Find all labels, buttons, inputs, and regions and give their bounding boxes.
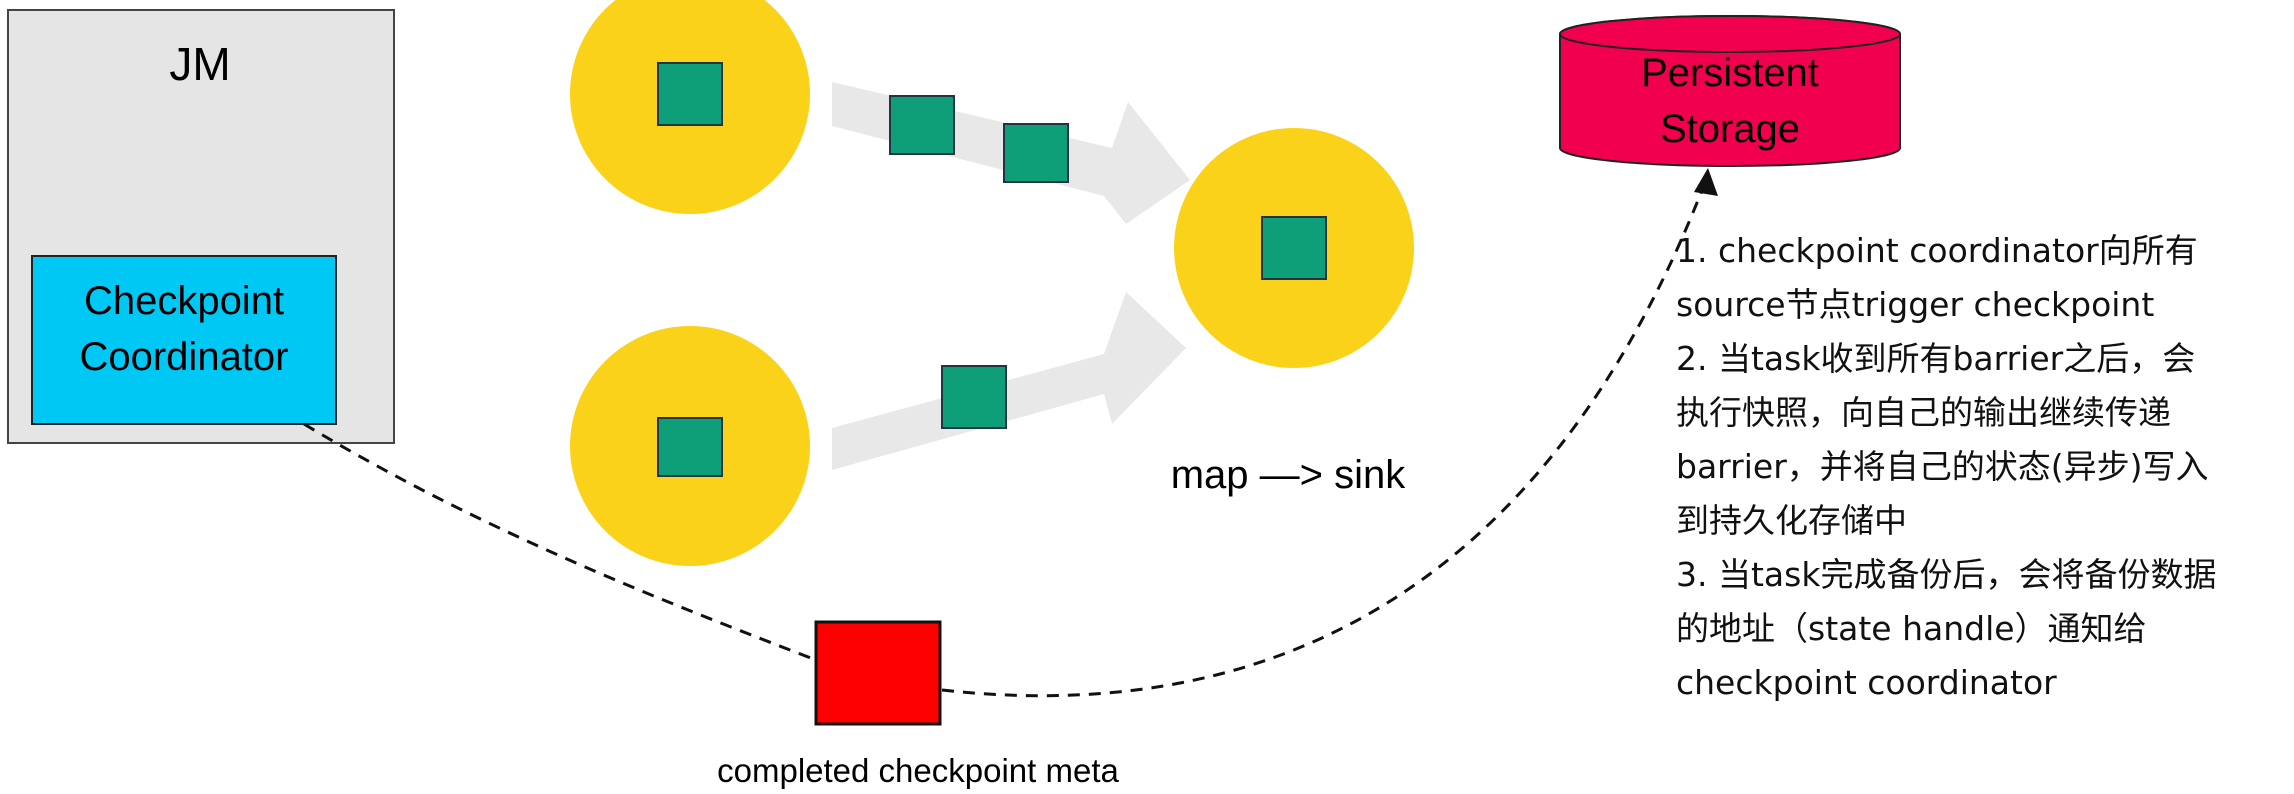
persistent-storage-top: [1559, 15, 1901, 53]
step-line: 到持久化存储中: [1676, 501, 1907, 540]
storage-label-line2: Storage: [1660, 107, 1800, 151]
meta-label: completed checkpoint meta: [717, 752, 1119, 789]
step-line: source节点trigger checkpoint: [1676, 285, 2155, 324]
meta-to-storage-link: [941, 179, 1708, 698]
step-line: 3. 当task完成备份后，会将备份数据: [1676, 555, 2217, 594]
coordinator-label-line1: Checkpoint: [84, 279, 284, 323]
coordinator-to-meta-link: [303, 422, 817, 662]
stream-arrow-lower: [832, 292, 1186, 470]
source-upper-state: [657, 62, 723, 126]
barrier-upper-2: [1003, 123, 1069, 183]
step-line: 执行快照，向自己的输出继续传递: [1676, 393, 2171, 432]
step-line: 的地址（state handle）通知给: [1676, 609, 2147, 648]
completed-checkpoint-meta-box[interactable]: [814, 620, 942, 726]
source-lower-state: [657, 417, 723, 477]
coordinator-label-line2: Coordinator: [79, 335, 288, 379]
map-sink-state: [1261, 216, 1327, 280]
step-line: barrier，并将自己的状态(异步)写入: [1676, 447, 2209, 486]
storage-label-line1: Persistent: [1641, 51, 1819, 95]
barrier-lower-1: [941, 365, 1007, 429]
step-line: checkpoint coordinator: [1676, 663, 2057, 702]
barrier-upper-1: [889, 95, 955, 155]
storage-arrowhead: [1694, 168, 1718, 196]
jm-title: JM: [169, 38, 230, 90]
stage-label: map —> sink: [1171, 453, 1407, 497]
step-line: 2. 当task收到所有barrier之后，会: [1676, 339, 2196, 378]
step-line: 1. checkpoint coordinator向所有: [1676, 231, 2198, 270]
checkpoint-coordinator-box[interactable]: [31, 255, 337, 425]
steps-description: 1. checkpoint coordinator向所有 source节点tri…: [1676, 224, 2286, 710]
